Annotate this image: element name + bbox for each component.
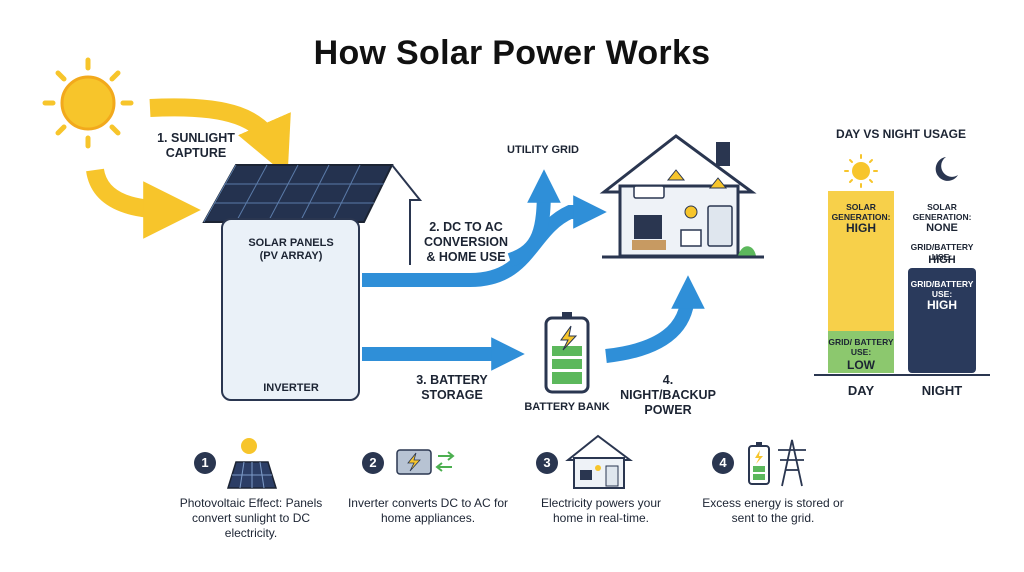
night-solar-label: SOLAR GENERATION: — [912, 202, 972, 222]
footer-step-4-text: Excess energy is stored or sent to the g… — [702, 496, 844, 525]
footer-step-1-badge: 1 — [194, 452, 216, 474]
footer-step-2-text: Inverter converts DC to AC for home appl… — [347, 496, 509, 525]
day-solar-label: SOLAR GENERATION: — [831, 202, 891, 222]
footer-house-icon — [565, 434, 633, 489]
battery-bank-icon — [544, 312, 590, 394]
backup-power-arrow — [605, 275, 705, 363]
footer-step-4-badge: 4 — [712, 452, 734, 474]
sunlight-arrow-top — [149, 98, 291, 177]
solar-panel-system-box — [221, 218, 360, 401]
night-grid-label-top: GRID/BATTERY USE: — [910, 242, 974, 262]
day-grid-bar — [828, 331, 894, 373]
battery-bank-label: BATTERY BANK — [524, 401, 610, 413]
footer-solar-panel-icon — [226, 438, 278, 489]
usage-chart-title: DAY VS NIGHT USAGE — [835, 127, 967, 141]
day-axis-label: DAY — [847, 383, 875, 398]
footer-step-1-text: Photovoltaic Effect: Panels convert sunl… — [179, 496, 323, 540]
usage-chart — [814, 191, 990, 376]
footer-step-2-badge: 2 — [362, 452, 384, 474]
sun-icon — [42, 57, 134, 149]
night-grid-value-top: HIGH — [928, 254, 956, 266]
sunlight-arrow-bottom — [86, 167, 201, 239]
roof-solar-panel — [202, 164, 423, 265]
utility-grid-label: UTILITY GRID — [507, 144, 579, 156]
night-grid-bar — [908, 268, 976, 373]
step-sunlight-label: 1. SUNLIGHT CAPTURE — [157, 131, 235, 160]
moon-icon — [935, 157, 958, 181]
footer-step-3-text: Electricity powers your home in real-tim… — [540, 496, 662, 525]
day-grid-label: GRID/ BATTERY USE: — [828, 337, 894, 357]
day-grid-value: LOW — [847, 358, 875, 372]
grid-export-arrow — [507, 169, 561, 267]
footer-step-3-badge: 3 — [536, 452, 558, 474]
page-title: How Solar Power Works — [313, 34, 711, 72]
day-solar-value: HIGH — [846, 221, 876, 235]
footer-battery-grid-icon — [748, 439, 806, 487]
day-solar-bar — [828, 191, 894, 331]
house-icon — [599, 134, 764, 259]
step-dc-ac-label: 2. DC to AC CONVERSION & HOME USE — [423, 220, 509, 264]
night-grid-value: HIGH — [927, 298, 957, 312]
inverter-label: INVERTER — [263, 382, 319, 394]
night-grid-label: GRID/BATTERY USE: — [910, 279, 974, 299]
small-sun-icon — [844, 154, 878, 188]
night-axis-label: NIGHT — [921, 383, 963, 398]
solar-panels-label: SOLAR PANELS (PV ARRAY) — [248, 237, 334, 262]
step-night-label: 4. NIGHT/BACKUP POWER — [620, 373, 716, 417]
footer-inverter-icon — [396, 449, 455, 475]
night-solar-value: NONE — [926, 222, 958, 234]
step-battery-label: 3. BATTERY STORAGE — [416, 373, 488, 402]
